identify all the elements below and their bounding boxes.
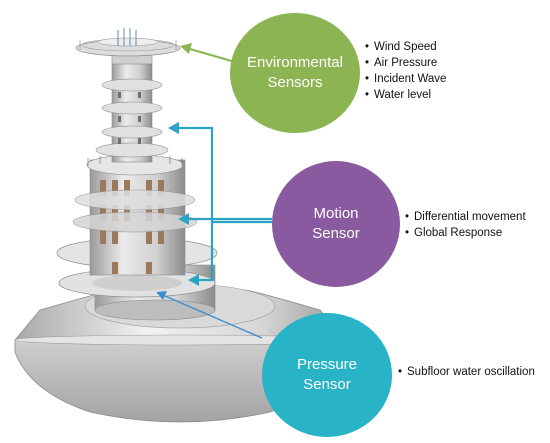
tower-middle-section xyxy=(72,154,198,276)
pressure-sensor-circle: Pressure Sensor xyxy=(262,313,392,437)
list-item: Wind Speed xyxy=(365,39,446,55)
pressure-title-line2: Sensor xyxy=(303,376,351,393)
motion-title-line1: Motion xyxy=(313,204,359,222)
motion-title-line2: Sensor xyxy=(312,225,360,242)
list-item: Air Pressure xyxy=(365,55,446,71)
environmental-sensors-circle: Environmental Sensors xyxy=(230,13,360,133)
tower-top-deck xyxy=(75,28,181,65)
pressure-sensor-list: Subfloor water oscillation xyxy=(398,364,535,380)
connector-arrows xyxy=(156,43,277,339)
environmental-title-line2: Sensors xyxy=(267,74,323,91)
environmental-sensor-list: Wind Speed Air Pressure Incident Wave Wa… xyxy=(365,39,446,103)
list-item: Global Response xyxy=(405,225,526,241)
list-item: Differential movement xyxy=(405,209,526,225)
environmental-title-line1: Environmental xyxy=(247,53,343,71)
list-item: Incident Wave xyxy=(365,71,446,87)
tower-upper-shaft xyxy=(95,61,169,163)
motion-sensor-list: Differential movement Global Response xyxy=(405,209,526,241)
pressure-title-line1: Pressure xyxy=(296,355,358,373)
motion-sensor-circle: Motion Sensor xyxy=(272,161,400,287)
list-item: Water level xyxy=(365,87,446,103)
list-item: Subfloor water oscillation xyxy=(398,364,535,380)
